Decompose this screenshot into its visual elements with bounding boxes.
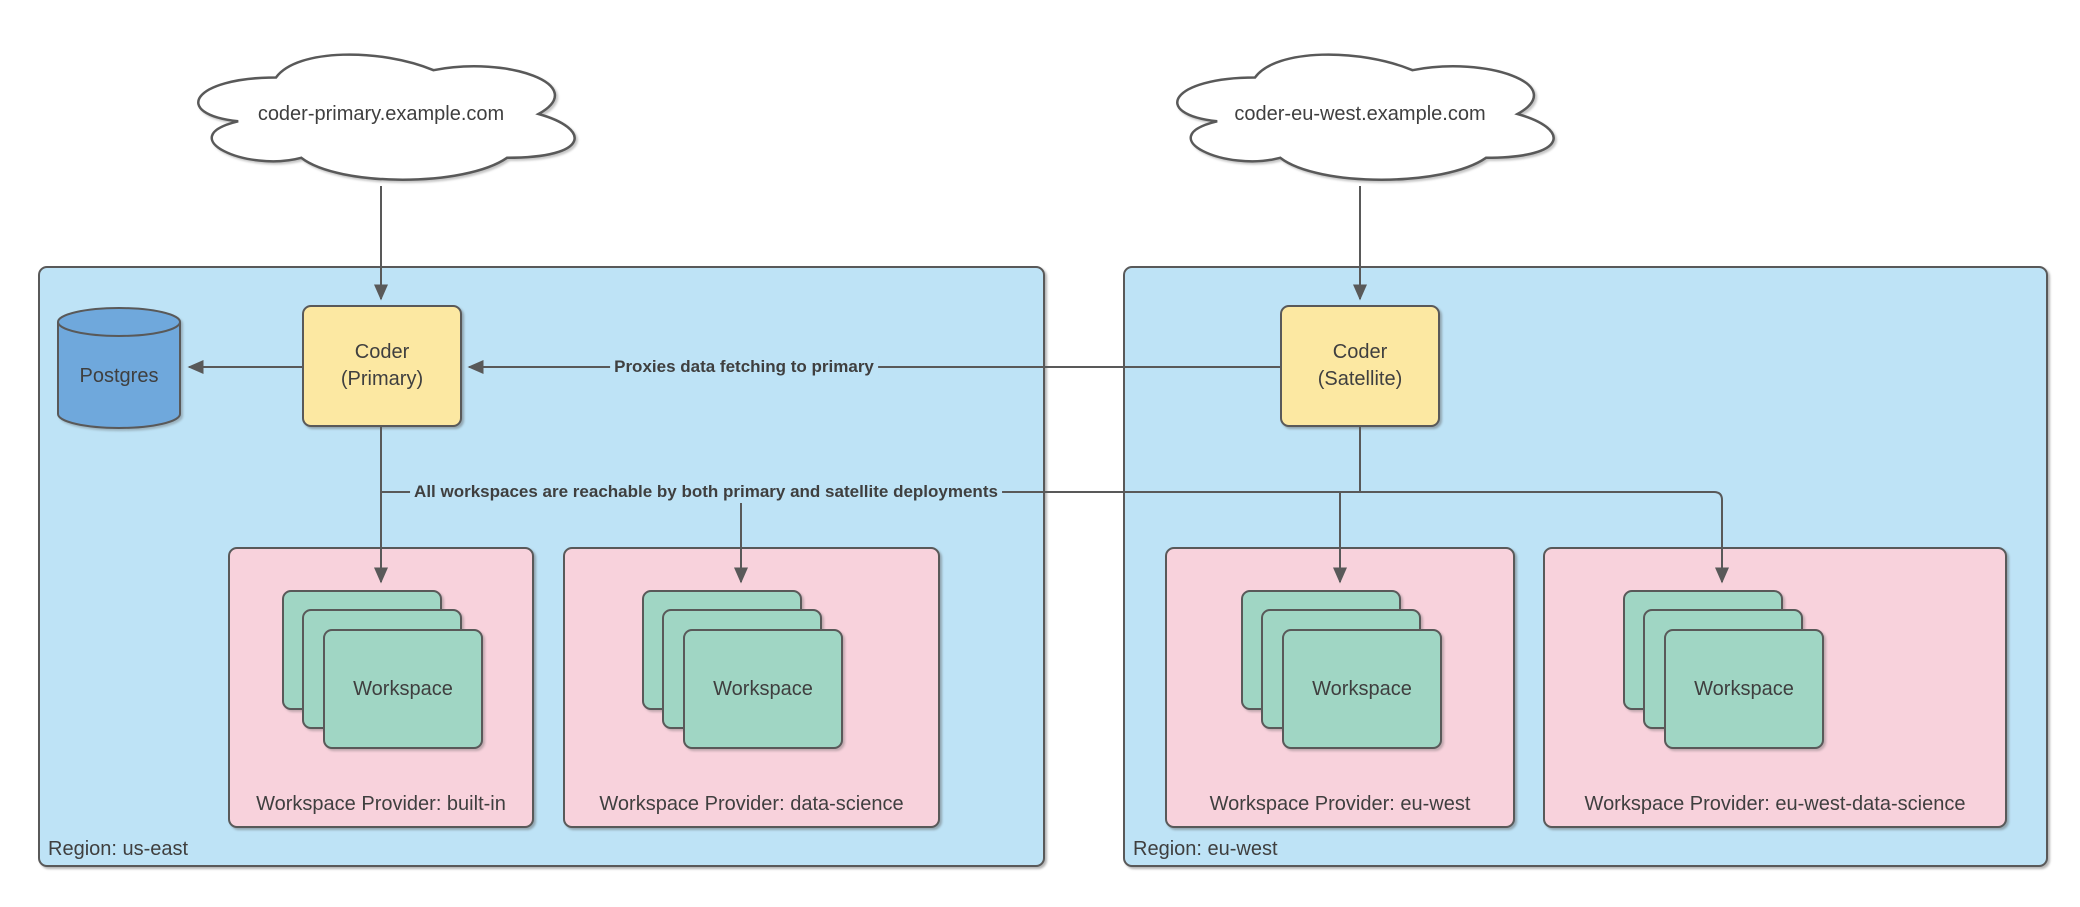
coder-satellite-title: Coder [1332,341,1388,363]
postgres-label: Postgres [79,365,159,387]
workspace-card-front: Workspace [1282,629,1442,749]
workspace-card-front: Workspace [323,629,483,749]
proxies-annotation: Proxies data fetching to primary [610,356,878,378]
workspace-stack: Workspace [1623,590,1824,749]
workspace-label: Workspace [1312,677,1412,700]
provider-eu-west-data-science: Workspace Workspace Provider: eu-west-da… [1543,547,2007,828]
workspace-stack: Workspace [642,590,843,749]
provider-data-science-label: Workspace Provider: data-science [599,793,904,815]
workspace-stack: Workspace [282,590,483,749]
region-us-east-label: Region: us-east [48,838,189,860]
coder-primary-subtitle: (Primary) [340,368,424,390]
workspace-stack: Workspace [1241,590,1442,749]
coder-satellite-subtitle: (Satellite) [1317,368,1403,390]
workspace-label: Workspace [353,677,453,700]
workspace-label: Workspace [1694,677,1794,700]
workspace-card-front: Workspace [683,629,843,749]
coder-primary-title: Coder [354,341,410,363]
provider-eu-west: Workspace Workspace Provider: eu-west [1165,547,1515,828]
cloud-satellite-label: coder-eu-west.example.com [1234,103,1486,125]
region-eu-west-label: Region: eu-west [1133,838,1278,860]
coder-satellite-node: Coder (Satellite) [1280,305,1440,427]
provider-built-in-label: Workspace Provider: built-in [256,793,506,815]
workspace-card-front: Workspace [1664,629,1824,749]
workspaces-reachable-annotation: All workspaces are reachable by both pri… [410,481,1002,503]
provider-data-science: Workspace Workspace Provider: data-scien… [563,547,940,828]
cloud-primary-label: coder-primary.example.com [257,103,505,125]
coder-primary-node: Coder (Primary) [302,305,462,427]
provider-eu-west-label: Workspace Provider: eu-west [1209,793,1471,815]
provider-eu-west-data-science-label: Workspace Provider: eu-west-data-science [1584,793,1966,815]
workspace-label: Workspace [713,677,813,700]
provider-built-in: Workspace Workspace Provider: built-in [228,547,534,828]
